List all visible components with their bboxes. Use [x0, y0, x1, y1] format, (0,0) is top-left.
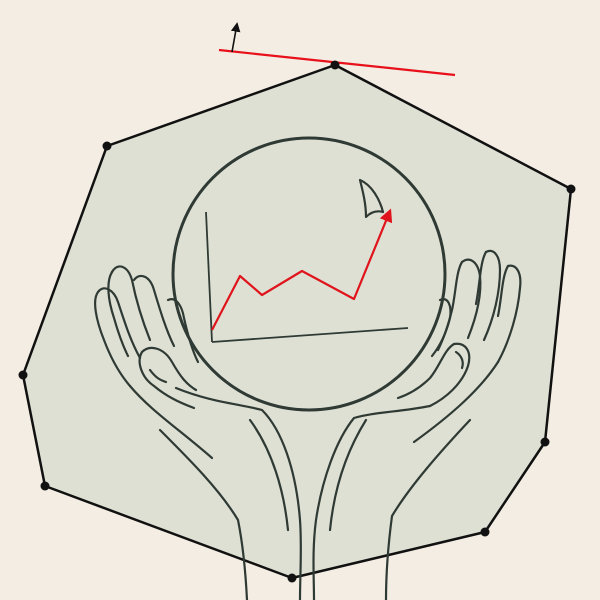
arrow-up-icon: [230, 22, 241, 53]
left-hand-finger: [96, 287, 142, 360]
left-arm-inner-line: [248, 418, 290, 532]
orb-highlight: [358, 178, 385, 219]
right-forearm-line: [384, 418, 472, 600]
hull-vertex: [287, 573, 297, 583]
left-hand-nail: [148, 368, 168, 384]
chart-x-axis: [211, 327, 409, 343]
left-forearm-line: [158, 428, 249, 600]
hull-vertex: [40, 481, 50, 491]
hull-vertex: [480, 527, 490, 537]
cupped-hands-icon: [94, 136, 522, 600]
right-palm-line: [412, 360, 500, 444]
right-hand-finger: [482, 249, 502, 342]
left-hand-thumb: [140, 346, 198, 392]
left-hand-finger: [94, 290, 132, 388]
left-hand-thumb: [138, 350, 196, 410]
hull-vertex: [330, 60, 340, 70]
left-wrist-line: [174, 386, 302, 600]
chart-y-axis: [205, 211, 213, 343]
left-hand-finger: [166, 298, 200, 364]
hull-vertex: [540, 437, 550, 447]
right-hand-finger: [430, 298, 452, 358]
right-hand-finger: [496, 264, 522, 364]
right-hand-finger: [496, 264, 510, 318]
growth-line: [211, 208, 393, 331]
right-hand-finger: [474, 250, 488, 306]
right-wrist-line: [312, 404, 432, 600]
right-hand-thumb: [428, 342, 471, 408]
hull-vertex: [102, 141, 112, 151]
left-palm-line: [128, 384, 214, 460]
right-hand-nail: [454, 350, 464, 370]
orb-outline: [171, 136, 447, 412]
right-hand-thumb: [396, 342, 456, 400]
hull-vertex: [18, 370, 28, 380]
rising-line-chart-icon: [205, 208, 409, 343]
hull-vertices: [18, 60, 576, 583]
left-hand-finger: [110, 265, 152, 342]
right-arm-inner-line: [328, 418, 368, 532]
hull-vertex: [566, 184, 576, 194]
left-hand-finger: [107, 270, 130, 358]
left-hand-finger: [132, 274, 176, 348]
